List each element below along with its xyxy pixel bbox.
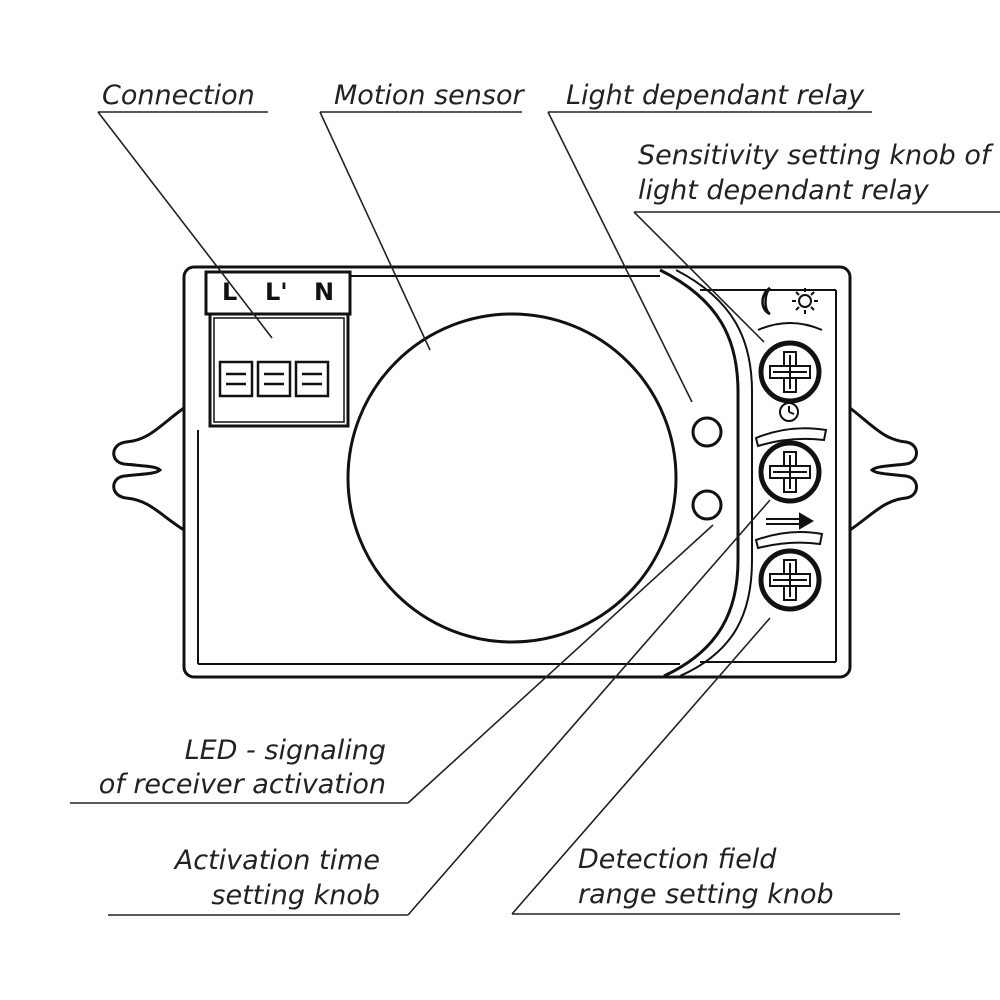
label-sensitivity-line1: Sensitivity setting knob of [638,140,994,171]
label-light-relay: Light dependant relay [566,80,865,111]
label-led-line2: of receiver activation [99,769,386,800]
leader-lines [70,111,1000,916]
label-detection-line2: range setting knob [578,879,834,910]
device [112,265,918,679]
cover-edge [659,268,740,678]
clock-icon [779,402,799,422]
label-detection-line1: Detection field [578,844,777,875]
moon-icon [761,286,771,316]
terminal-clamp [218,360,254,398]
connection-leader [97,111,273,339]
sensitivity-knob[interactable] [758,340,822,404]
right-mounting-tab [849,406,918,532]
terminal-label-l-prime: L' [265,278,288,306]
housing [182,265,852,679]
detection-leader [511,617,771,915]
terminal-clamp [294,360,330,398]
sensitivity-leader [633,211,765,343]
activation-time-knob[interactable] [758,440,822,504]
motion-sensor-lens [346,312,678,644]
label-sensitivity-line2: light dependant relay [638,175,930,206]
terminal-label-l: L [222,278,237,306]
detection-range-knob[interactable] [758,548,822,612]
led-leader [407,524,714,804]
light-relay-leader [547,111,693,403]
terminal-clamp [256,360,292,398]
activation-led [691,489,723,521]
light-relay-led [691,416,723,448]
range-scale-wedge [754,531,824,550]
label-activation-line2: setting knob [211,880,380,911]
left-mounting-tab [112,406,185,532]
sensitivity-scale-arc [757,322,823,331]
arrow-right-icon [766,512,814,530]
label-motion-sensor: Motion sensor [334,80,525,111]
time-scale-wedge [754,427,828,448]
label-led-line1: LED - signaling [185,735,386,766]
motion-sensor-leader [319,111,431,351]
terminal-block [204,270,352,428]
sun-icon [792,288,818,314]
label-activation-line1: Activation time [173,845,380,876]
activation-leader [407,499,771,916]
terminal-label-n: N [314,278,334,306]
label-connection: Connection [102,80,255,111]
